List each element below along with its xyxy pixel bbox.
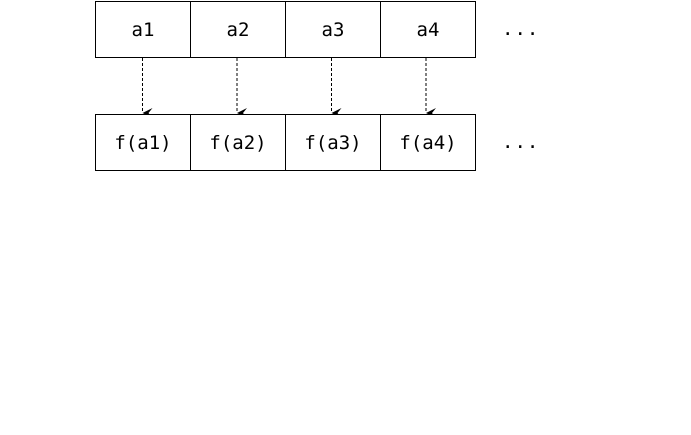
output-ellipsis: ... — [502, 131, 540, 153]
output-cell-fa4: f(a4) — [381, 114, 476, 171]
output-cell-fa2: f(a2) — [191, 114, 286, 171]
output-cell-fa1: f(a1) — [95, 114, 191, 171]
output-sequence: f(a1) f(a2) f(a3) f(a4) — [95, 114, 476, 171]
input-cell-a1: a1 — [95, 1, 191, 58]
input-cell-a3: a3 — [286, 1, 381, 58]
output-cell-fa3: f(a3) — [286, 114, 381, 171]
input-sequence: a1 a2 a3 a4 — [95, 1, 476, 58]
input-ellipsis: ... — [502, 18, 540, 40]
input-cell-a2: a2 — [191, 1, 286, 58]
input-cell-a4: a4 — [381, 1, 476, 58]
